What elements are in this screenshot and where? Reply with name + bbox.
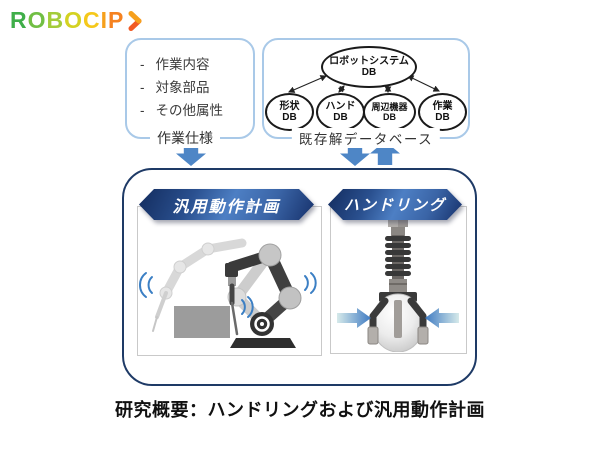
- work-spec-box-label: 作業仕様: [149, 128, 220, 148]
- logo-letter: P: [108, 7, 125, 33]
- work-spec-list: - 作業内容 - 対象部品 - その他属性: [140, 53, 253, 122]
- handling-panel: [330, 206, 467, 354]
- bullet: -: [140, 57, 145, 72]
- logo-letter: I: [100, 7, 109, 33]
- figure-caption: 研究概要：ハンドリングおよび汎用動作計画: [115, 400, 485, 420]
- left-press-arrow-icon: [337, 308, 371, 328]
- bullet: -: [140, 103, 145, 118]
- banner-label: ハンドリング: [328, 189, 462, 220]
- list-item: - 作業内容: [140, 53, 253, 76]
- db-node-suffix: DB: [435, 112, 450, 123]
- db-node-name: 作業: [432, 100, 453, 112]
- logo-letter: C: [83, 7, 101, 33]
- db-node-name: 周辺機器: [371, 101, 408, 112]
- list-item: - その他属性: [140, 99, 253, 122]
- logo-chevron-icon: [128, 10, 142, 31]
- motion-planning-banner: 汎用動作計画: [139, 189, 314, 220]
- handling-banner: ハンドリング: [328, 189, 462, 220]
- db-node-suffix: DB: [383, 112, 396, 122]
- database-box-label: 既存解データベース: [291, 128, 441, 148]
- db-node-peripheral: 周辺機器 DB: [363, 93, 416, 131]
- logo-letter: O: [27, 7, 47, 33]
- robot-arm-illustration: [139, 238, 317, 348]
- right-press-arrow-icon: [425, 308, 459, 328]
- robocip-logo-word: R O B O C I P: [10, 7, 124, 33]
- db-node-hand: ハンド DB: [316, 93, 365, 131]
- list-item-label: 対象部品: [155, 80, 210, 95]
- object-box: [174, 306, 230, 338]
- db-node-suffix: DB: [361, 67, 377, 78]
- db-node-name: ハンド: [325, 100, 356, 112]
- db-connector-arrows: [287, 75, 440, 94]
- motion-planning-panel: [137, 206, 322, 356]
- db-node-name: ロボットシステム: [329, 55, 409, 67]
- logo-letter: O: [64, 7, 84, 33]
- db-node-task: 作業 DB: [418, 93, 467, 131]
- bullet: -: [140, 80, 145, 95]
- list-item: - 対象部品: [140, 76, 253, 99]
- db-node-suffix: DB: [333, 112, 348, 123]
- banner-label: 汎用動作計画: [139, 189, 314, 220]
- db-node-robot-system: ロボットシステム DB: [321, 46, 417, 88]
- work-spec-box: - 作業内容 - 対象部品 - その他属性 作業仕様: [125, 38, 255, 148]
- robocip-logo: R O B O C I P: [10, 7, 145, 33]
- research-overview-panel: 汎用動作計画 ハンドリング: [122, 168, 477, 386]
- logo-letter: R: [10, 7, 28, 33]
- db-node-suffix: DB: [282, 112, 297, 123]
- db-node-name: 形状: [279, 100, 300, 112]
- gripper-hand-illustration: [337, 210, 459, 352]
- list-item-label: 作業内容: [155, 57, 210, 72]
- db-node-shape: 形状 DB: [265, 93, 314, 131]
- logo-letter: B: [46, 7, 65, 33]
- database-box: ロボットシステム DB 形状 DB ハンド DB 周辺機器 DB 作業 DB 既…: [262, 38, 470, 148]
- list-item-label: その他属性: [155, 103, 224, 118]
